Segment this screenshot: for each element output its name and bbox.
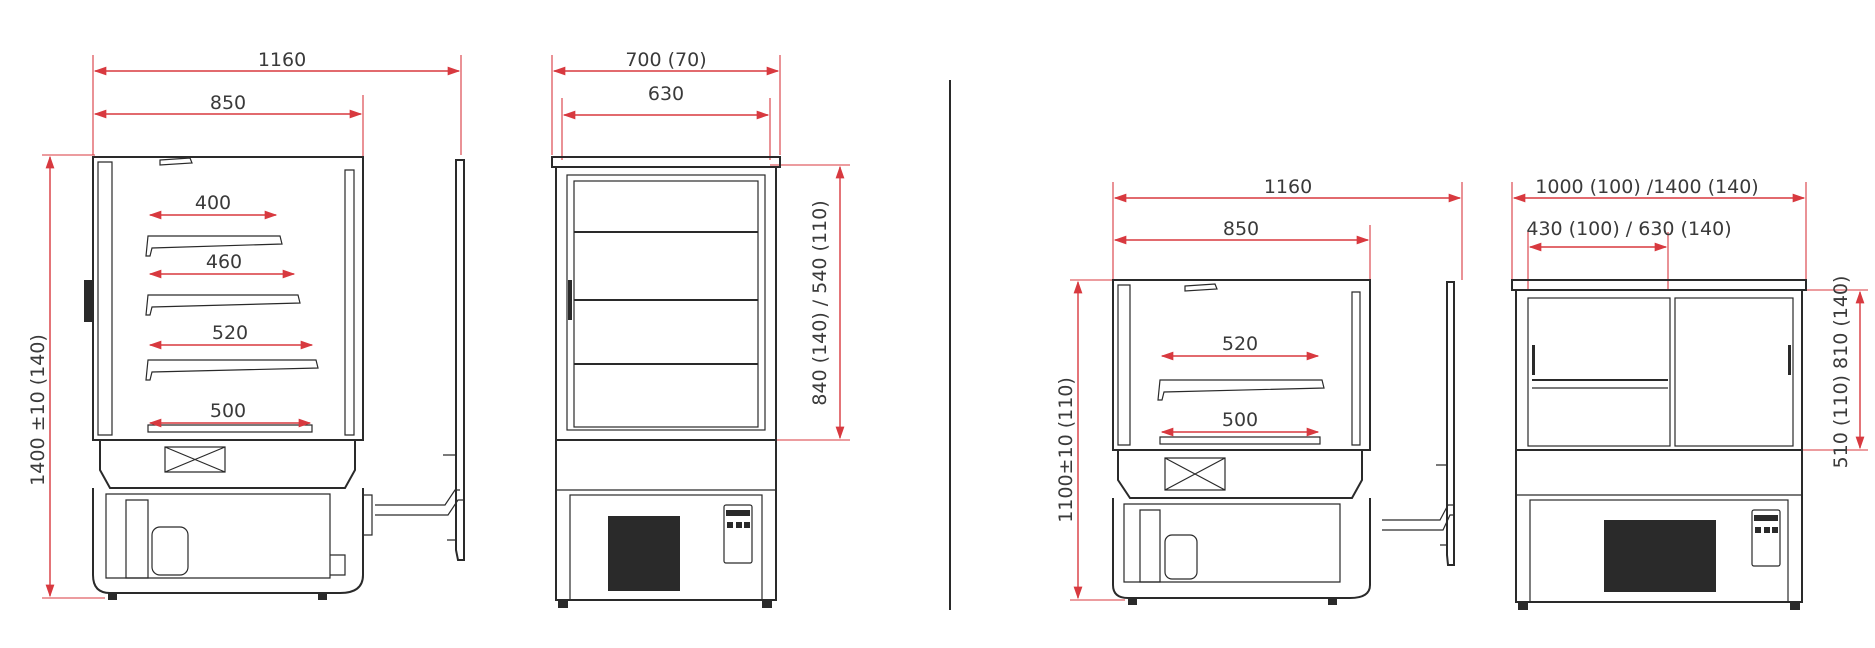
label-left-front-width-inner: 630 [648, 83, 684, 105]
right-side-shelves: 520 500 [1157, 333, 1325, 445]
label-shelf-4: 500 [210, 400, 246, 422]
label-shelf-1: 400 [195, 192, 231, 214]
left-side-view: 1160 850 1400 ±10 (140) [27, 49, 465, 600]
right-front-cabinet [1511, 279, 1807, 610]
right-shelf-2: 500 [1159, 409, 1321, 445]
label-left-side-width-total: 1160 [258, 49, 306, 71]
label-right-shelf-2: 500 [1222, 409, 1258, 431]
label-right-side-height: 1100±10 (110) [1055, 377, 1077, 523]
dim-left-side-width-total: 1160 [92, 49, 462, 155]
label-right-front-width-inner: 430 (100) / 630 (140) [1526, 218, 1731, 240]
dim-right-front-width-total: 1000 (100) /1400 (140) [1511, 176, 1807, 280]
label-right-side-width-total: 1160 [1264, 176, 1312, 198]
shelf-1: 400 [145, 192, 283, 257]
dim-right-side-height: 1100±10 (110) [1055, 279, 1125, 601]
label-right-front-width-total: 1000 (100) /1400 (140) [1535, 176, 1758, 198]
label-left-front-height: 840 (140) / 540 (110) [809, 200, 831, 405]
dim-right-front-height: 510 (110) 810 (140) [1800, 276, 1868, 469]
label-left-front-width-total: 700 (70) [625, 49, 706, 71]
right-shelf-1: 520 [1157, 333, 1325, 401]
dim-left-front-width-inner: 630 [561, 83, 771, 160]
dim-right-side-width-inner: 850 [1113, 218, 1371, 285]
shelf-4: 500 [147, 400, 313, 433]
label-shelf-3: 520 [212, 322, 248, 344]
label-right-shelf-1: 520 [1222, 333, 1258, 355]
label-right-front-height: 510 (110) 810 (140) [1830, 276, 1852, 469]
dim-left-side-height: 1400 ±10 (140) [27, 154, 105, 599]
right-front-view: 1000 (100) /1400 (140) 430 (100) / 630 (… [1511, 176, 1868, 610]
shelf-2: 460 [145, 251, 301, 316]
left-side-cabinet [84, 156, 465, 600]
dim-right-front-width-inner: 430 (100) / 630 (140) [1526, 218, 1732, 290]
dim-left-front-width-total: 700 (70) [551, 49, 781, 155]
label-left-side-width-inner: 850 [210, 92, 246, 114]
left-side-shelves: 400 460 520 500 [145, 192, 319, 433]
dim-left-front-height: 840 (140) / 540 (110) [770, 164, 850, 441]
right-side-view: 1160 850 1100±10 (110) [1055, 176, 1463, 605]
label-shelf-2: 460 [206, 251, 242, 273]
left-front-cabinet [551, 156, 781, 608]
label-right-side-width-inner: 850 [1223, 218, 1259, 240]
dim-left-side-width-inner: 850 [93, 92, 364, 160]
label-left-side-height: 1400 ±10 (140) [27, 334, 49, 486]
shelf-3: 520 [145, 322, 319, 381]
right-side-cabinet [1112, 279, 1455, 605]
left-front-view: 700 (70) 630 840 (140) / 540 (110) [551, 49, 850, 608]
dim-right-side-width-total: 1160 [1112, 176, 1463, 280]
